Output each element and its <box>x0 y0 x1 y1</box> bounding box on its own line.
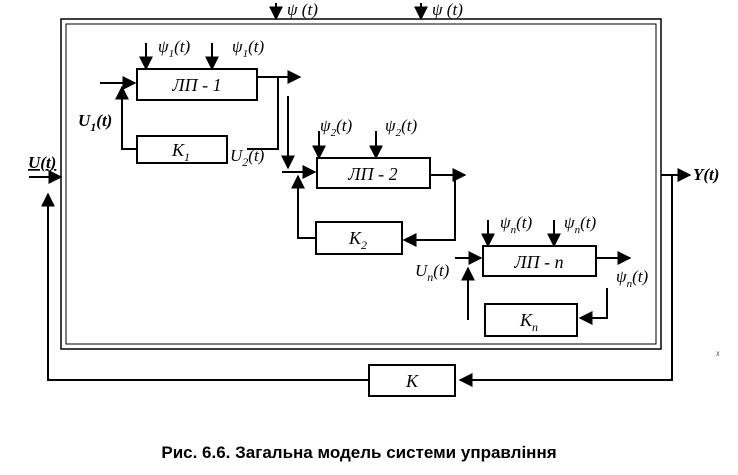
u1-label: U1(t) <box>78 111 112 134</box>
lp2-label: ЛП - 2 <box>347 164 397 184</box>
disturbance-label-top-2: ψ (t) <box>432 0 463 19</box>
k-label: K <box>405 371 419 391</box>
disturbance-label-top-1: ψ (t) <box>287 0 318 19</box>
k2-block <box>315 221 403 255</box>
k1-label: K1 <box>171 140 190 164</box>
lp1-label: ЛП - 1 <box>171 75 221 95</box>
lpn-out-to-kn <box>578 288 608 325</box>
lpn-label: ЛП - n <box>513 252 563 272</box>
psi2-label-a: ψ2(t) <box>320 116 352 139</box>
kn-block <box>484 303 578 337</box>
psin-label-b: ψn(t) <box>564 213 596 236</box>
lp1-out-to-k1 <box>247 77 279 150</box>
system-boundary-inner <box>65 23 657 345</box>
psi2-label-b: ψ2(t) <box>385 116 417 139</box>
psin-label-a: ψn(t) <box>500 213 532 236</box>
k1-block <box>136 135 228 164</box>
lp1-block <box>136 68 258 101</box>
outer-feedback-to-k <box>458 175 673 387</box>
kn-label: Kn <box>519 310 538 334</box>
y-output-label: Y(t) <box>693 165 719 184</box>
k2-feedback-path <box>291 174 316 239</box>
system-boundary-outer <box>60 18 662 350</box>
u-input-label: U(t) <box>28 153 56 172</box>
un-label: Un(t) <box>415 261 450 284</box>
outer-feedback-to-input <box>41 192 369 381</box>
lpn-block <box>482 245 597 277</box>
u2-label: U2(t) <box>230 146 265 169</box>
scan-artifact: ᵡ <box>716 350 720 361</box>
k2-label: K2 <box>348 228 367 252</box>
psi1-label-b: ψ1(t) <box>232 37 264 60</box>
lp2-out-to-k2 <box>402 175 456 247</box>
k-block <box>368 364 456 397</box>
k1-feedback-path <box>115 85 137 150</box>
psi1-label-a: ψ1(t) <box>158 37 190 60</box>
figure-caption: Рис. 6.6. Загальна модель системи управл… <box>161 443 556 462</box>
psin-output-label: ψn(t) <box>616 267 648 290</box>
